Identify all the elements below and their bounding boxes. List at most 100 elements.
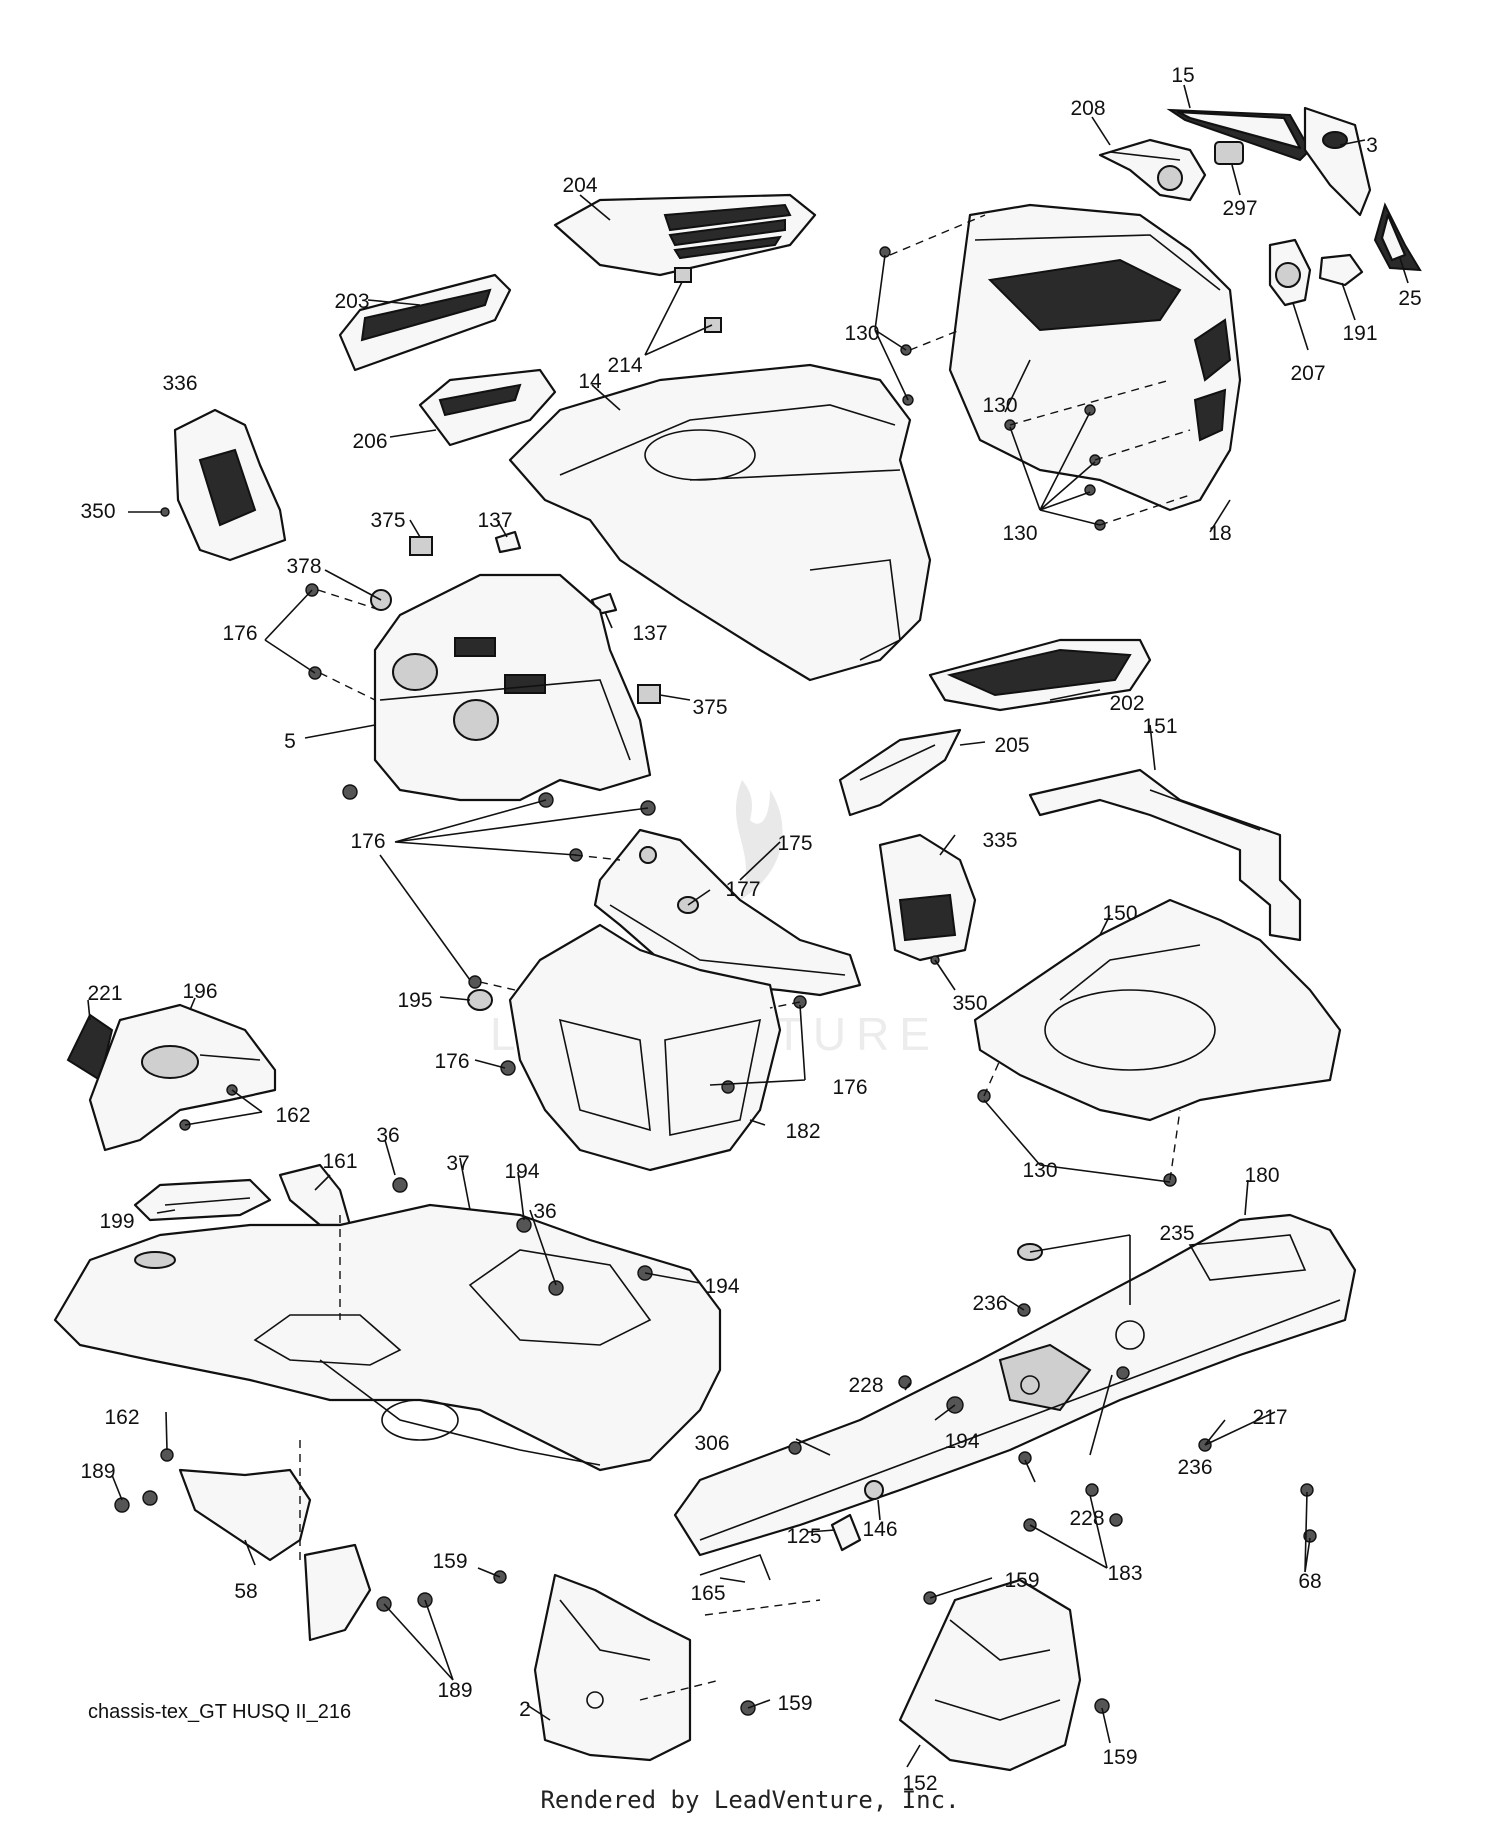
callout-228[interactable]: 228 — [848, 1374, 883, 1397]
callout-175[interactable]: 175 — [777, 832, 812, 855]
callout-194[interactable]: 194 — [704, 1275, 739, 1298]
callout-177[interactable]: 177 — [725, 878, 760, 901]
part-297-switch[interactable] — [1214, 141, 1244, 165]
part-204-hood-vent[interactable] — [553, 193, 817, 277]
callout-125[interactable]: 125 — [786, 1525, 821, 1548]
callout-161[interactable]: 161 — [322, 1150, 357, 1173]
part-196-rear-cover[interactable] — [88, 1003, 277, 1152]
part-199-lever-cover[interactable] — [133, 1178, 272, 1222]
callout-36[interactable]: 36 — [376, 1124, 399, 1147]
callout-182[interactable]: 182 — [785, 1120, 820, 1143]
callout-176[interactable]: 176 — [832, 1076, 867, 1099]
callout-375[interactable]: 375 — [370, 509, 405, 532]
callout-217[interactable]: 217 — [1252, 1406, 1287, 1429]
part-191-clip[interactable] — [1318, 253, 1364, 287]
callout-236[interactable]: 236 — [1177, 1456, 1212, 1479]
callout-58[interactable]: 58 — [234, 1580, 257, 1603]
part-336-side-cover-left[interactable] — [173, 408, 287, 562]
callout-137[interactable]: 137 — [477, 509, 512, 532]
callout-130[interactable]: 130 — [982, 394, 1017, 417]
callout-204[interactable]: 204 — [562, 174, 597, 197]
callout-205[interactable]: 205 — [994, 734, 1029, 757]
part-182-lower-dash[interactable] — [508, 923, 782, 1172]
callout-350[interactable]: 350 — [952, 992, 987, 1015]
callout-176[interactable]: 176 — [222, 622, 257, 645]
part-180-frame[interactable] — [673, 1213, 1357, 1557]
callout-180[interactable]: 180 — [1244, 1164, 1279, 1187]
callout-375[interactable]: 375 — [692, 696, 727, 719]
callout-195[interactable]: 195 — [397, 989, 432, 1012]
callout-203[interactable]: 203 — [334, 290, 369, 313]
part-25-trim-clip[interactable] — [1373, 202, 1422, 272]
callout-130[interactable]: 130 — [844, 322, 879, 345]
callout-335[interactable]: 335 — [982, 829, 1017, 852]
part-207-headlight[interactable] — [1268, 238, 1312, 307]
callout-130[interactable]: 130 — [1022, 1159, 1057, 1182]
callout-159[interactable]: 159 — [1004, 1569, 1039, 1592]
callout-14[interactable]: 14 — [578, 370, 602, 393]
callout-378[interactable]: 378 — [286, 555, 321, 578]
callout-236[interactable]: 236 — [972, 1292, 1007, 1315]
callout-25[interactable]: 25 — [1398, 287, 1421, 310]
callout-5[interactable]: 5 — [284, 730, 296, 753]
callout-151[interactable]: 151 — [1142, 715, 1177, 738]
callout-68[interactable]: 68 — [1298, 1570, 1321, 1593]
part-151-bracket[interactable] — [1028, 768, 1302, 942]
callout-152[interactable]: 152 — [902, 1772, 937, 1795]
callout-159[interactable]: 159 — [777, 1692, 812, 1715]
callout-214[interactable]: 214 — [607, 354, 642, 377]
part-152-footrest[interactable] — [898, 1578, 1082, 1772]
part-375-pad[interactable] — [409, 536, 661, 704]
part-335-side-cover-right[interactable] — [878, 833, 977, 962]
part-5-dash-panel[interactable] — [373, 573, 652, 802]
callout-336[interactable]: 336 — [162, 372, 197, 395]
callout-194[interactable]: 194 — [504, 1160, 539, 1183]
part-14-hood[interactable] — [508, 363, 932, 682]
callout-150[interactable]: 150 — [1102, 902, 1137, 925]
callout-297[interactable]: 297 — [1222, 197, 1257, 220]
callout-189[interactable]: 189 — [80, 1460, 115, 1483]
part-205-side-strip[interactable] — [838, 728, 962, 817]
callout-3[interactable]: 3 — [1366, 134, 1378, 157]
part-203-vent-grille[interactable] — [338, 273, 512, 372]
part-125-bracket[interactable] — [830, 1513, 862, 1552]
part-37-fender[interactable] — [53, 1203, 722, 1472]
callout-2[interactable]: 2 — [519, 1698, 531, 1721]
callout-202[interactable]: 202 — [1109, 692, 1144, 715]
part-208-dash-bezel[interactable] — [1098, 138, 1207, 202]
callout-176[interactable]: 176 — [434, 1050, 469, 1073]
callout-208[interactable]: 208 — [1070, 97, 1105, 120]
part-15-trim-strip[interactable] — [1166, 108, 1312, 162]
callout-196[interactable]: 196 — [182, 980, 217, 1003]
callout-221[interactable]: 221 — [87, 982, 122, 1005]
callout-137[interactable]: 137 — [632, 622, 667, 645]
callout-162[interactable]: 162 — [104, 1406, 139, 1429]
part-150-floor-pan[interactable] — [973, 898, 1342, 1122]
callout-350[interactable]: 350 — [80, 500, 115, 523]
callout-189[interactable]: 189 — [437, 1679, 472, 1702]
part-214-clips[interactable] — [674, 267, 722, 333]
callout-183[interactable]: 183 — [1107, 1562, 1142, 1585]
callout-162[interactable]: 162 — [275, 1104, 310, 1127]
callout-194[interactable]: 194 — [944, 1430, 979, 1453]
callout-176[interactable]: 176 — [350, 830, 385, 853]
callout-206[interactable]: 206 — [352, 430, 387, 453]
callout-191[interactable]: 191 — [1342, 322, 1377, 345]
callout-36[interactable]: 36 — [533, 1200, 556, 1223]
part-165-rod[interactable] — [699, 1554, 771, 1581]
callout-130[interactable]: 130 — [1002, 522, 1037, 545]
part-18-front-bumper[interactable] — [948, 203, 1242, 512]
callout-165[interactable]: 165 — [690, 1582, 725, 1605]
callout-37[interactable]: 37 — [446, 1152, 469, 1175]
callout-207[interactable]: 207 — [1290, 362, 1325, 385]
part-195-plug[interactable] — [467, 989, 493, 1011]
part-2-front-bracket[interactable] — [533, 1573, 692, 1762]
part-58-bracket[interactable] — [178, 1468, 372, 1642]
part-221-decal[interactable] — [66, 1013, 114, 1082]
callout-15[interactable]: 15 — [1171, 64, 1194, 87]
part-3-side-panel[interactable] — [1303, 106, 1372, 217]
callout-146[interactable]: 146 — [862, 1518, 897, 1541]
callout-199[interactable]: 199 — [99, 1210, 134, 1233]
callout-159[interactable]: 159 — [432, 1550, 467, 1573]
callout-306[interactable]: 306 — [694, 1432, 729, 1455]
